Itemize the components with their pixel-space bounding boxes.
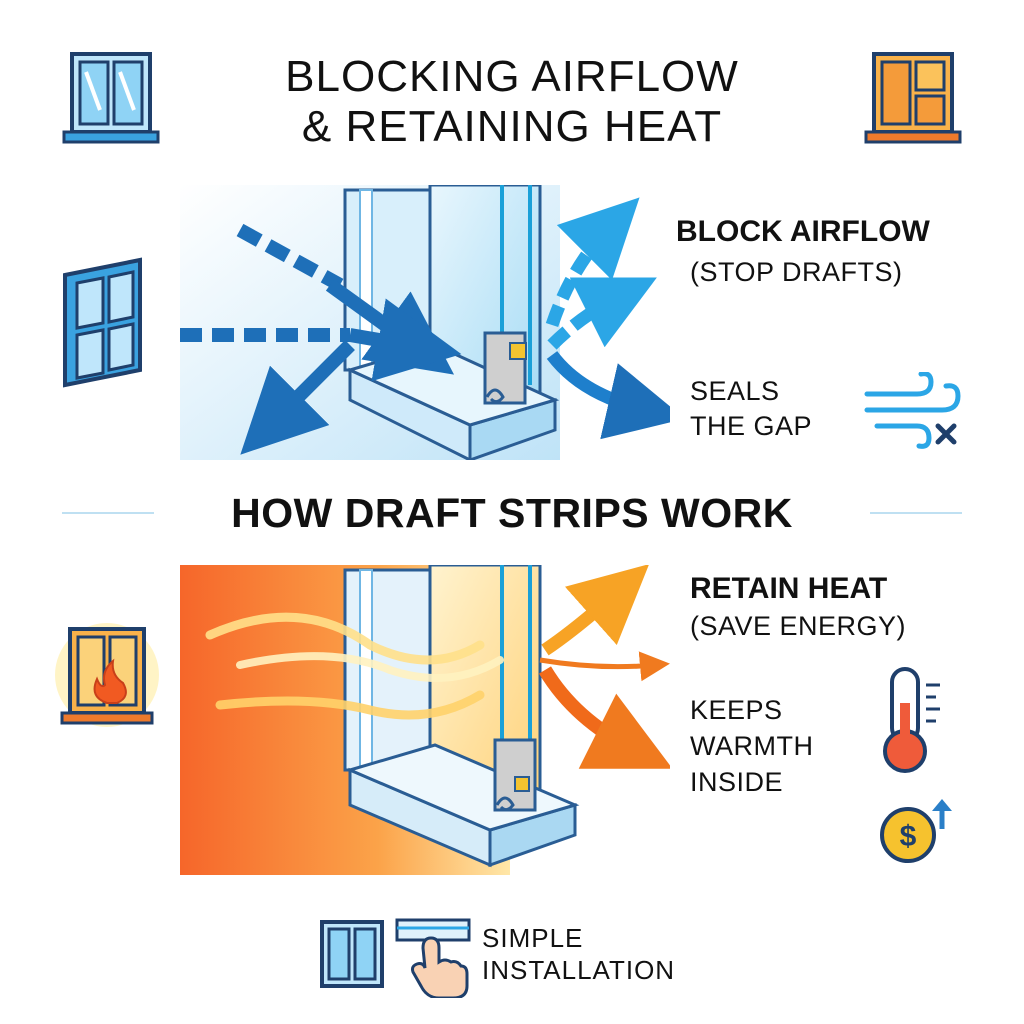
keeps-warmth-line-2: WARMTH [690,731,814,761]
flame-icon [93,658,127,704]
hand-pointer-icon [395,918,475,998]
seals-gap-line-1: SEALS [690,376,780,406]
title-line-1: BLOCKING AIRFLOW [285,52,739,101]
svg-text:$: $ [900,820,917,853]
simple-installation-line-2: INSTALLATION [482,955,676,985]
how-it-works-heading: HOW DRAFT STRIPS WORK [231,490,793,536]
seals-gap-line-2: THE GAP [690,411,813,441]
page-title: BLOCKING AIRFLOW & RETAINING HEAT [0,52,1024,152]
retain-heat-heading: RETAIN HEAT [690,572,888,605]
window-icon [62,50,160,148]
keeps-warmth-line-3: INSIDE [690,767,784,797]
thermometer-icon [880,665,950,777]
airflow-diagram [180,185,670,460]
keeps-warmth-line-1: KEEPS [690,695,783,725]
coin-dollar-icon: $ [878,795,960,867]
title-line-2: & RETAINING HEAT [301,102,723,151]
window-icon [55,255,150,395]
wind-x-icon [862,372,967,450]
block-airflow-heading: BLOCK AIRFLOW [676,215,930,248]
stop-drafts-subheading: (STOP DRAFTS) [690,257,903,287]
heat-diagram [180,565,670,875]
warm-window-icon [864,50,962,148]
warm-window-icon [52,615,162,735]
simple-installation-line-1: SIMPLE [482,923,584,953]
save-energy-subheading: (SAVE ENERGY) [690,611,907,641]
window-icon [318,918,386,990]
divider-left [62,512,154,514]
divider-right [870,512,962,514]
